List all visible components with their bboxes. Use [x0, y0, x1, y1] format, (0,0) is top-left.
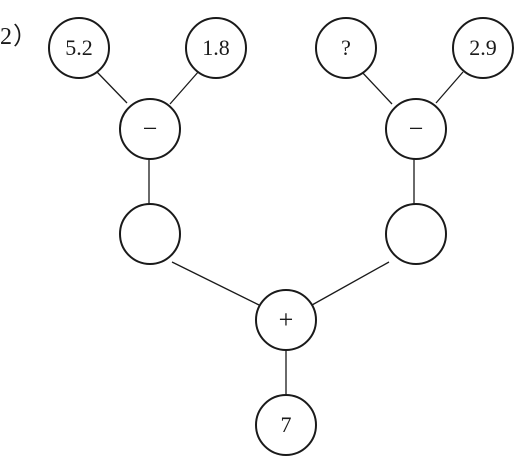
edge-resultleft-opsum: [171, 261, 260, 306]
problem-label: 2）: [0, 24, 38, 50]
node-blank-left: [119, 203, 181, 265]
edge-resultright-opsum: [311, 261, 390, 306]
node-value-5-2: 5.2: [48, 17, 110, 79]
node-subtract-right: −: [385, 98, 447, 160]
node-unknown: ?: [315, 17, 377, 79]
node-blank-right: [385, 203, 447, 265]
edge-n3-opright: [360, 70, 393, 105]
node-value-2-9: 2.9: [452, 17, 514, 79]
edge-n2-opleft: [169, 70, 200, 105]
node-value-1-8: 1.8: [185, 17, 247, 79]
node-add: +: [255, 289, 317, 351]
node-total: 7: [255, 394, 317, 456]
node-subtract-left: −: [119, 98, 181, 160]
edge-n1-opleft: [96, 71, 128, 104]
edge-n4-opright: [435, 71, 464, 104]
